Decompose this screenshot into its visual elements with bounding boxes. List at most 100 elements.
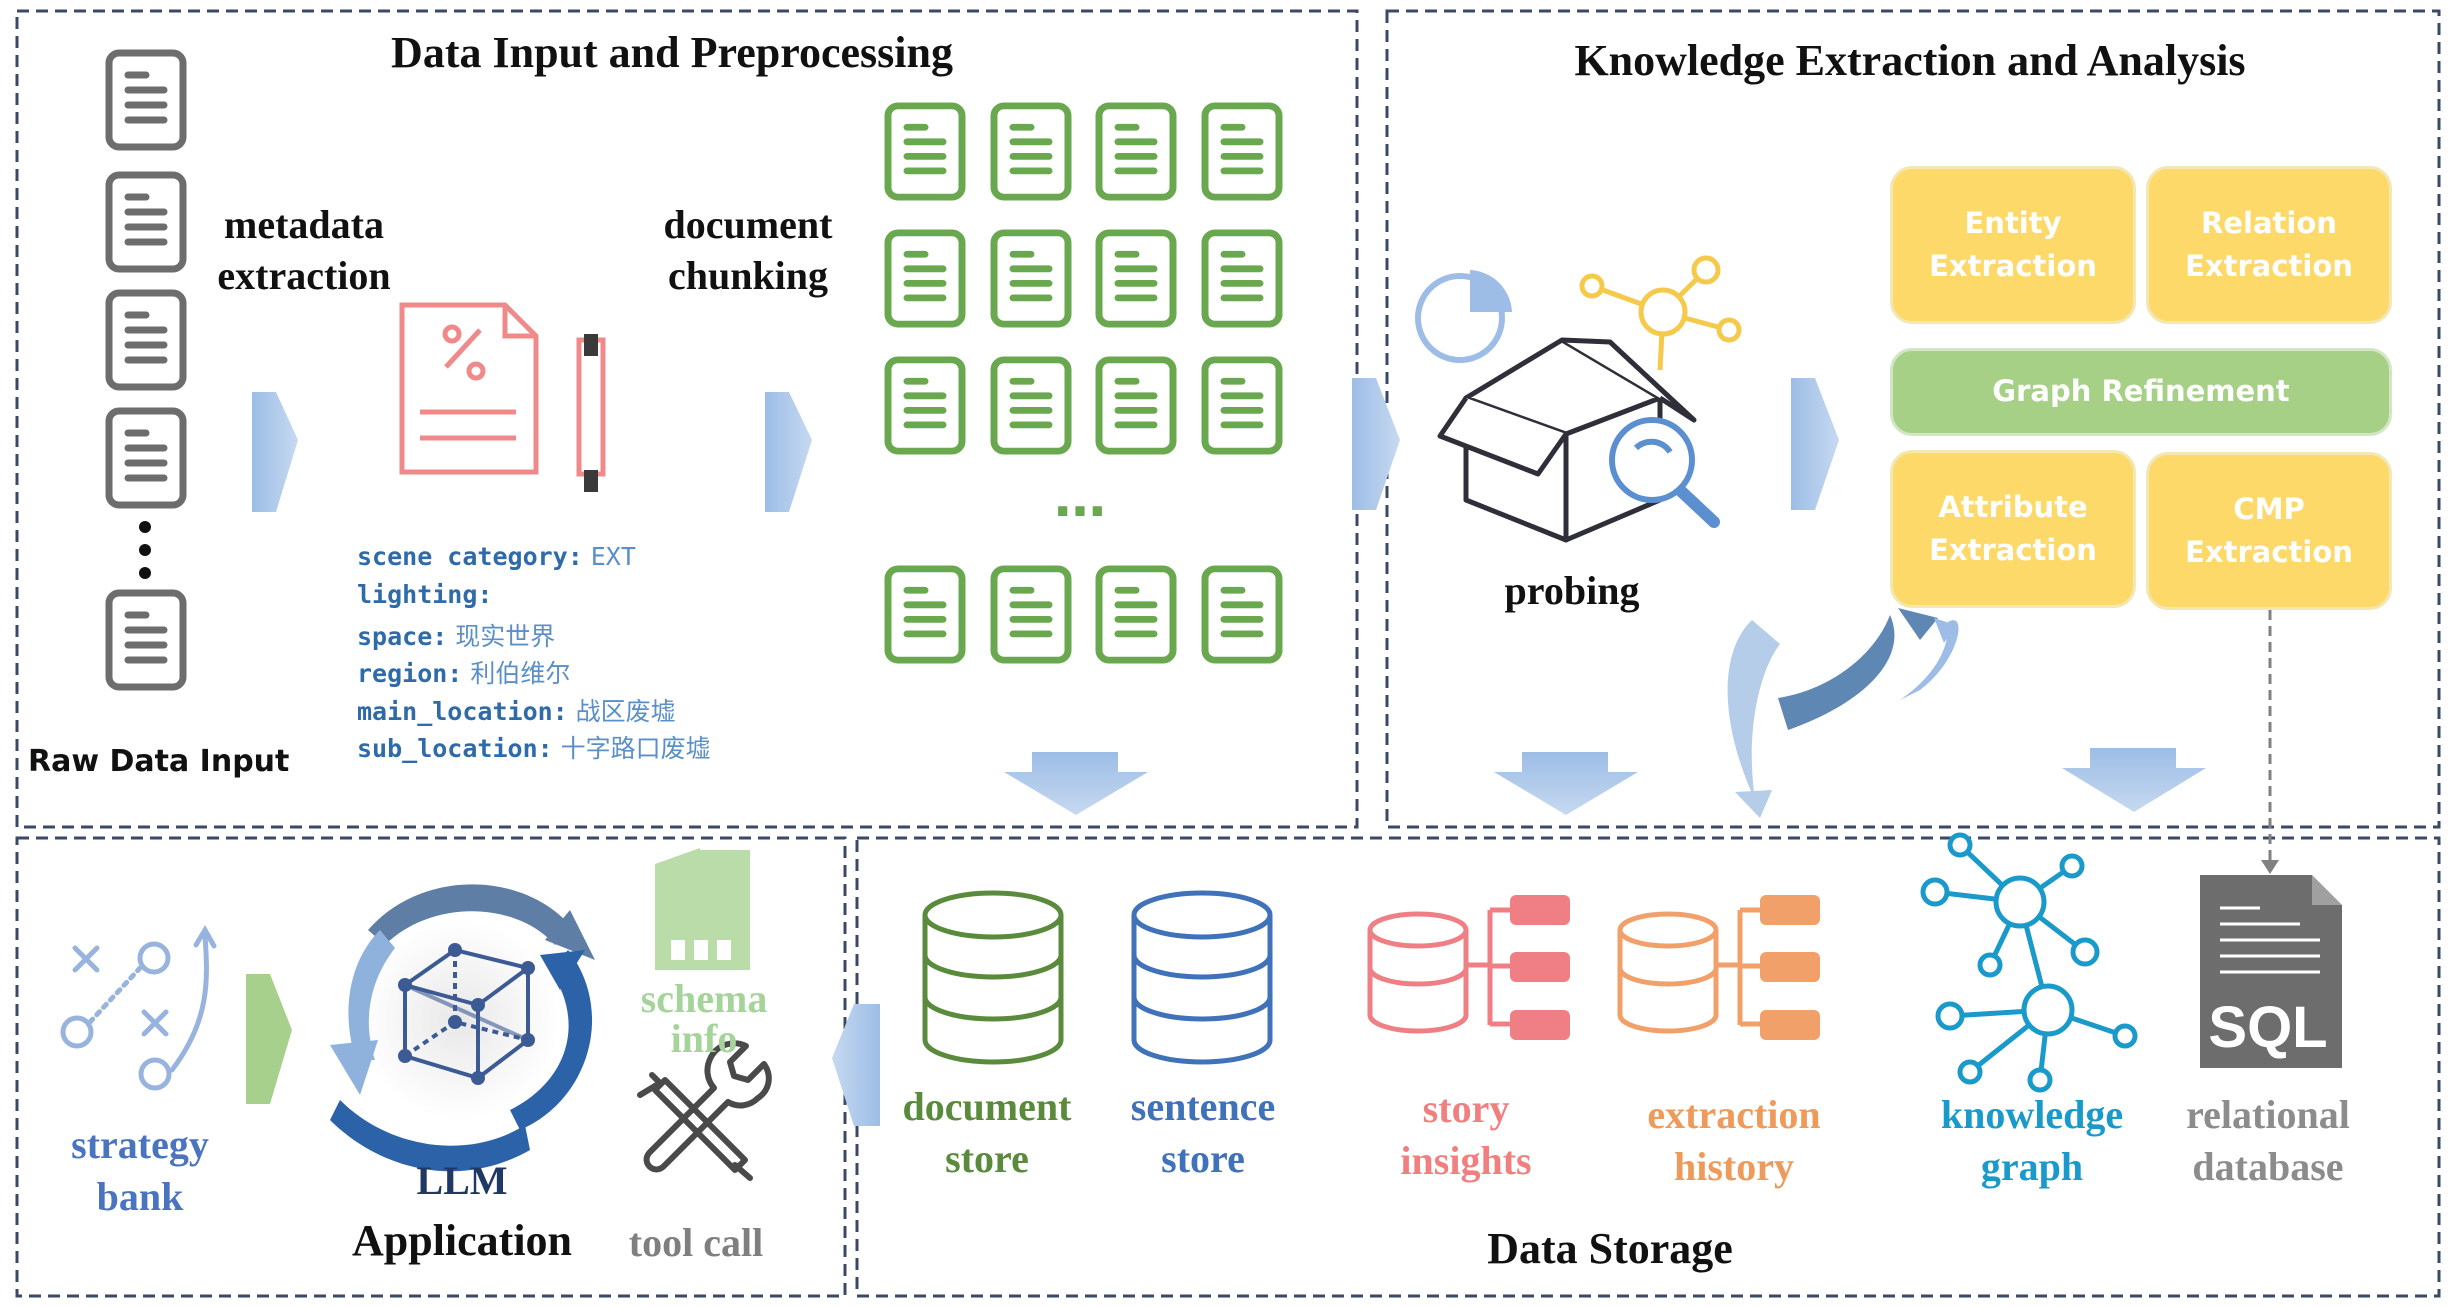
metadata-value: 利伯维尔 bbox=[470, 659, 571, 688]
section-title-storage: Data Storage bbox=[1487, 1224, 1733, 1273]
strategy-bank-line2: bank bbox=[96, 1174, 184, 1219]
chunk-grid bbox=[888, 106, 1279, 660]
relational-database-line2: database bbox=[2192, 1144, 2344, 1189]
refresh-cycle-icon bbox=[1727, 608, 1959, 818]
document-store-icon bbox=[922, 890, 1064, 1065]
probing-label: probing bbox=[1504, 568, 1640, 613]
section-storage-frame bbox=[855, 836, 2441, 1298]
attribute-extraction-label: Attribute Extraction bbox=[1929, 489, 2097, 568]
chunk-doc-icon bbox=[994, 360, 1068, 451]
metadata-value: 战区废墟 bbox=[575, 697, 676, 726]
metadata-row-scene-category: scene category: EXT bbox=[357, 542, 636, 571]
raw-data-input-label: Raw Data Input bbox=[28, 744, 290, 779]
section-title-extraction: Knowledge Extraction and Analysis bbox=[1574, 36, 2246, 85]
metadata-value: 现实世界 bbox=[455, 622, 556, 651]
cmp-extraction-label: CMP Extraction bbox=[2185, 491, 2353, 570]
attribute-extraction-box: Attribute Extraction bbox=[1890, 450, 2136, 608]
tool-call-icon bbox=[637, 1040, 772, 1181]
arrow-down-icon bbox=[2062, 748, 2206, 812]
chunk-doc-icon bbox=[888, 233, 962, 324]
sql-icon-text: SQL bbox=[2208, 995, 2328, 1060]
arrow-right-icon bbox=[1791, 378, 1839, 510]
arrow-head-icon bbox=[2261, 860, 2279, 874]
arrow-down-icon bbox=[1494, 752, 1638, 815]
schema-info-line2: info bbox=[670, 1016, 738, 1061]
knowledge-graph-line1: knowledge bbox=[1940, 1092, 2124, 1137]
chunk-doc-icon bbox=[888, 360, 962, 451]
sentence-store-line1: sentence bbox=[1130, 1084, 1276, 1129]
vertical-ellipsis-icon bbox=[139, 521, 151, 579]
tool-call-label: tool call bbox=[628, 1220, 764, 1265]
chunk-doc-icon bbox=[1205, 106, 1279, 197]
knowledge-graph-icon bbox=[1920, 832, 2138, 1093]
chunk-doc-icon bbox=[1205, 360, 1279, 451]
metadata-row-main-location: main_location: 战区废墟 bbox=[357, 692, 676, 728]
extraction-history-line1: extraction bbox=[1647, 1092, 1821, 1137]
section-title-application: Application bbox=[351, 1216, 573, 1265]
chunk-doc-icon bbox=[994, 106, 1068, 197]
chunk-doc-icon bbox=[1205, 569, 1279, 660]
arrow-right-icon bbox=[765, 392, 812, 512]
metadata-row-sub-location: sub_location: 十字路口废墟 bbox=[357, 729, 711, 765]
relation-extraction-box: Relation Extraction bbox=[2146, 166, 2392, 324]
graph-refinement-label: Graph Refinement bbox=[1992, 374, 2290, 409]
chunk-doc-icon bbox=[888, 106, 962, 197]
graph-refinement-box: Graph Refinement bbox=[1890, 348, 2392, 436]
raw-doc-icon bbox=[109, 175, 183, 269]
metadata-extraction-line1: metadata bbox=[224, 202, 384, 247]
chunk-doc-icon bbox=[1099, 360, 1173, 451]
magnifier-icon bbox=[1609, 417, 1720, 528]
llm-label: LLM bbox=[416, 1158, 508, 1203]
entity-extraction-label: Entity Extraction bbox=[1929, 205, 2097, 284]
strategy-bank-icon bbox=[60, 925, 217, 1091]
metadata-row-space: space: 现实世界 bbox=[357, 617, 555, 653]
document-chunking-line2: chunking bbox=[667, 253, 829, 298]
section-title-preprocessing: Data Input and Preprocessing bbox=[391, 28, 953, 77]
sentence-store-icon bbox=[1131, 890, 1273, 1065]
raw-doc-icon bbox=[109, 293, 183, 387]
raw-doc-icon bbox=[109, 53, 183, 147]
metadata-value: 十字路口废墟 bbox=[560, 734, 711, 763]
story-insights-line1: story bbox=[1422, 1086, 1510, 1131]
network-icon bbox=[1579, 255, 1742, 371]
relational-database-line1: relational bbox=[2186, 1092, 2350, 1137]
metadata-row-region: region: 利伯维尔 bbox=[357, 654, 570, 690]
sql-file-icon bbox=[2200, 875, 2342, 1068]
raw-docs-column bbox=[109, 53, 183, 687]
arrow-down-icon bbox=[1004, 752, 1148, 815]
document-chunking-line1: document bbox=[663, 202, 833, 247]
extraction-history-icon bbox=[1617, 895, 1820, 1040]
metadata-key: scene category: bbox=[357, 542, 583, 571]
metadata-key: main_location: bbox=[357, 697, 568, 726]
sentence-store-line2: store bbox=[1161, 1136, 1245, 1181]
knowledge-graph-line2: graph bbox=[1980, 1144, 2084, 1189]
entity-extraction-box: Entity Extraction bbox=[1890, 166, 2136, 324]
llm-icon bbox=[330, 884, 595, 1172]
metadata-extraction-line2: extraction bbox=[217, 253, 391, 298]
chunk-doc-icon bbox=[994, 233, 1068, 324]
metadata-row-lighting: lighting: bbox=[357, 580, 492, 609]
metadata-value: EXT bbox=[590, 542, 636, 571]
raw-doc-icon bbox=[109, 593, 183, 687]
chunk-doc-icon bbox=[1099, 106, 1173, 197]
probing-icon bbox=[1415, 255, 1742, 543]
document-store-line1: document bbox=[902, 1084, 1072, 1129]
metadata-key: sub_location: bbox=[357, 734, 553, 763]
cmp-extraction-box: CMP Extraction bbox=[2146, 452, 2392, 610]
chunk-ellipsis: … bbox=[1054, 469, 1110, 529]
metadata-key: space: bbox=[357, 622, 448, 651]
arrow-left-icon bbox=[832, 1004, 880, 1126]
arrow-right-icon bbox=[246, 974, 292, 1104]
story-insights-line2: insights bbox=[1400, 1138, 1532, 1183]
chunk-doc-icon bbox=[888, 569, 962, 660]
arrow-right-icon bbox=[1352, 378, 1400, 510]
pie-chart-icon bbox=[1415, 270, 1512, 363]
raw-doc-icon bbox=[109, 411, 183, 505]
metadata-key: lighting: bbox=[357, 580, 493, 609]
chunk-doc-icon bbox=[1205, 233, 1279, 324]
schema-info-line1: schema bbox=[640, 976, 768, 1021]
extraction-history-line2: history bbox=[1674, 1144, 1794, 1189]
relation-extraction-label: Relation Extraction bbox=[2185, 205, 2353, 284]
